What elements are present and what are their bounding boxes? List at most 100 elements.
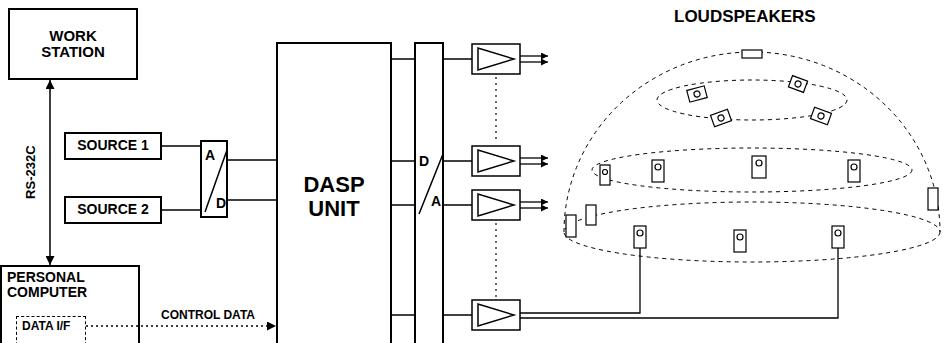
loudspeaker-dome [564,52,940,262]
dasp-unit-box: DASP UNIT [276,42,392,343]
computer-box: PERSONAL COMPUTER DATA I/F [0,265,140,343]
amplifier-box [472,190,520,220]
wire [444,314,472,316]
control-arrow [86,325,276,327]
loudspeaker-box [710,109,731,126]
output-arrow [520,61,548,62]
signal-line [228,199,276,201]
wire [444,160,472,162]
loudspeaker [832,226,844,248]
loudspeaker-cone [603,170,608,175]
converter-letter: D [216,196,226,211]
source-box: SOURCE 1 [64,132,162,160]
connector-label: RS-232C [23,143,37,200]
box-label: PERSONAL COMPUTER [7,270,107,301]
loudspeaker-cone [717,114,725,122]
loudspeaker-cone [817,112,825,120]
loudspeaker-cone [693,90,700,97]
amplifier [472,44,520,74]
signal-line [392,58,414,60]
loudspeaker [600,165,610,185]
speaker-wire [520,248,640,313]
loudspeaker [928,188,938,210]
signal-line [392,314,414,316]
workstation-box: WORK STATION [8,8,138,80]
converter-letter: A [205,148,215,163]
dome-ring [657,80,847,120]
loudspeaker [710,109,731,126]
loudspeaker [652,160,664,182]
loudspeaker [586,205,596,225]
box-label: DATA I/F [22,320,70,333]
loudspeaker [742,50,762,58]
amplifier-triangle [478,48,514,70]
output-arrow [520,163,548,164]
loudspeaker-box [566,215,576,237]
slash-line [419,154,443,214]
converter-letter: A [431,194,441,209]
loudspeaker-cone [637,230,643,236]
amplifier-triangle [478,304,514,326]
amplifier-triangle [478,150,514,172]
box-label: SOURCE 1 [77,138,149,153]
loudspeaker-box [586,205,596,225]
interface-box: DATA I/F [16,316,86,343]
amplifier [472,146,520,176]
loudspeaker [848,160,860,182]
figure-label: LOUDSPEAKERS [672,8,818,27]
amplifier [472,300,520,330]
loudspeaker-box [634,226,646,248]
continuation-dots [495,77,496,297]
converter-letter: D [419,154,429,169]
signal-line [228,159,276,161]
amp-outputs [520,56,838,318]
output-arrow [520,55,548,56]
signal-line [162,145,200,147]
output-arrow [520,201,548,202]
loudspeaker-box [928,188,938,210]
loudspeaker [788,76,807,93]
dotted-line [495,77,496,143]
loudspeaker-box [848,160,860,182]
output-arrow [520,207,548,208]
signal-line [392,204,414,206]
loudspeaker-box [600,165,610,185]
loudspeaker [687,86,707,102]
loudspeaker-box [832,226,844,248]
loudspeaker-box [810,107,831,124]
box-label: DASP UNIT [284,173,384,221]
loudspeaker [810,107,831,124]
box-label: WORK STATION [28,28,118,61]
converter-box: DA [414,42,444,343]
source-box: SOURCE 2 [64,196,162,224]
loudspeaker-box [788,76,807,93]
dome-ring [592,148,912,192]
amplifier [472,190,520,220]
loudspeakers [566,50,938,252]
dome-ring [564,202,940,262]
dome-outline [564,52,940,232]
wire [444,204,472,206]
amplifier-box [472,300,520,330]
loudspeaker-cone [835,230,841,236]
amplifier-triangle [478,194,514,216]
loudspeaker [734,230,746,252]
loudspeaker-box [734,230,746,252]
amplifier-box [472,146,520,176]
loudspeaker-box [652,160,664,182]
loudspeaker-cone [737,234,743,240]
connector-label: CONTROL DATA [159,309,257,322]
loudspeaker-cone [655,164,661,170]
loudspeaker-box [752,156,766,178]
speaker-wire [520,248,838,318]
loudspeaker [634,226,646,248]
box-label: SOURCE 2 [77,202,149,217]
signal-line [49,80,51,265]
amp-wires [444,59,472,315]
signal-line [162,209,200,211]
loudspeaker-cone [756,160,762,166]
loudspeaker-box [687,86,707,102]
